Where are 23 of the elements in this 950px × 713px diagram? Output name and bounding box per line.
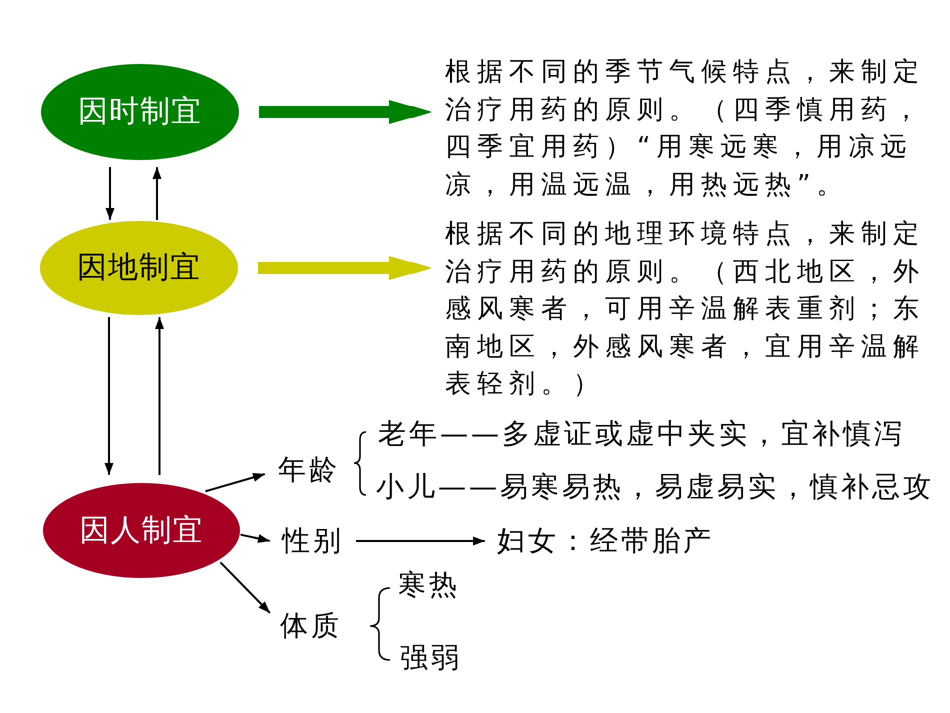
description-text: 根据不同的地理环境特点，来制定治疗用药的原则。（西北地区，外感风寒者，可用辛温解表重剂；东南地区，外感风寒者，宜用辛温解表轻剂。） [445,216,935,404]
arrow [152,167,162,220]
arrow [106,167,114,220]
category-label: 寒热 [398,568,460,602]
arrow [104,317,114,475]
description-text: 根据不同的季节气候特点，来制定治疗用药的原则。（四季慎用药，四季宜用药）“用寒远寒，用凉远凉，用温远温，用热远热”。 [445,54,935,204]
branch-text: 老年——多虚证或虚中夹实，宜补慎泻 [378,417,905,451]
block-arrow [258,256,431,280]
block-arrow [259,100,431,124]
arrow [356,536,485,546]
branch-text: 小儿——易寒易热，易虚易实，慎补忌攻 [376,470,934,504]
category-label: 年龄 [278,453,340,487]
node-label: 因时制宜 [78,94,202,130]
node-label: 因地制宜 [77,250,201,286]
arrow [155,317,164,475]
category-label: 强弱 [400,641,462,675]
arrow [220,562,271,614]
arrow [240,534,270,543]
category-label: 性别 [282,524,344,558]
arrow [205,473,266,492]
category-label: 体质 [280,609,342,643]
node-label: 因人制宜 [80,512,204,548]
note-text: 妇女：经带胎产 [497,524,714,558]
